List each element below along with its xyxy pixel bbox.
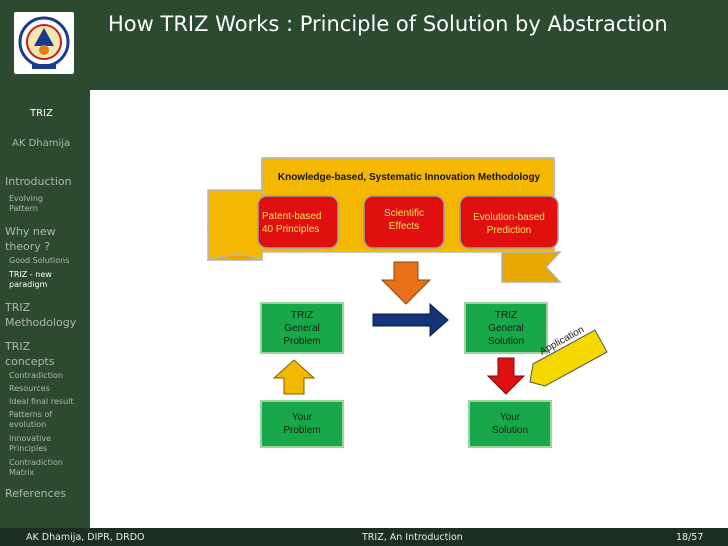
patent-box <box>257 195 339 249</box>
slide-content: Knowledge-based, Systematic Innovation M… <box>90 90 728 528</box>
evolution-label: Evolution-based Prediction <box>473 212 545 236</box>
sidebar-short-title[interactable]: TRIZ <box>30 108 53 119</box>
patent-label: Patent-based 40 Principles <box>262 211 322 235</box>
sidebar-item-why-new-theory[interactable]: Why new theory ? <box>5 225 56 253</box>
triz-general-problem-box: TRIZ General Problem <box>260 302 344 354</box>
sidebar-item-ideal-final-result[interactable]: Ideal final result <box>9 397 74 406</box>
yellow-up-arrow <box>272 359 316 395</box>
your-problem-box: Your Problem <box>260 400 344 448</box>
sidebar-author[interactable]: AK Dhamija <box>12 138 71 149</box>
red-down-arrow <box>486 357 526 395</box>
slide-title: How TRIZ Works : Principle of Solution b… <box>108 12 668 36</box>
evolution-box <box>459 195 559 249</box>
drdo-logo <box>14 12 74 74</box>
orange-down-arrow <box>380 261 432 305</box>
triz-diagram <box>206 157 608 395</box>
sidebar-item-contradiction-matrix[interactable]: Contradiction Matrix <box>9 458 63 477</box>
banner-title: Knowledge-based, Systematic Innovation M… <box>277 172 541 183</box>
sidebar-item-contradiction[interactable]: Contradiction <box>9 371 63 380</box>
footer-bar: AK Dhamija, DIPR, DRDO TRIZ, An Introduc… <box>0 528 728 546</box>
application-tag <box>529 329 608 387</box>
sidebar-item-good-solutions[interactable]: Good Solutions <box>9 256 70 265</box>
your-solution-box: Your Solution <box>468 400 552 448</box>
sidebar-item-triz-methodology[interactable]: TRIZ Methodology <box>5 301 77 329</box>
sidebar-item-triz-concepts[interactable]: TRIZ concepts <box>5 340 55 368</box>
footer-page-number: 18/57 <box>676 532 704 543</box>
scientific-label: Scientific Effects <box>383 208 424 232</box>
header-bar: How TRIZ Works : Principle of Solution b… <box>0 0 728 90</box>
sidebar-item-introduction[interactable]: Introduction <box>5 175 72 188</box>
sidebar-item-evolving-pattern[interactable]: Evolving Pattern <box>9 194 44 213</box>
sidebar-item-triz-new-paradigm[interactable]: TRIZ - new paradigm <box>9 270 52 289</box>
triz-general-solution-box: TRIZ General Solution <box>464 302 548 354</box>
sidebar-nav: TRIZ AK Dhamija Introduction Evolving Pa… <box>0 90 90 528</box>
sidebar-item-resources[interactable]: Resources <box>9 384 50 393</box>
footer-talk-title: TRIZ, An Introduction <box>362 532 463 543</box>
scientific-box <box>363 195 445 249</box>
banner-right-tail <box>501 251 562 283</box>
sidebar-item-innovative-principles[interactable]: Innovative Principles <box>9 434 52 453</box>
footer-author: AK Dhamija, DIPR, DRDO <box>26 532 145 543</box>
navy-right-arrow <box>372 302 449 338</box>
sidebar-item-references[interactable]: References <box>5 487 67 500</box>
sidebar-item-patterns-of-evolution[interactable]: Patterns of evolution <box>9 410 53 429</box>
